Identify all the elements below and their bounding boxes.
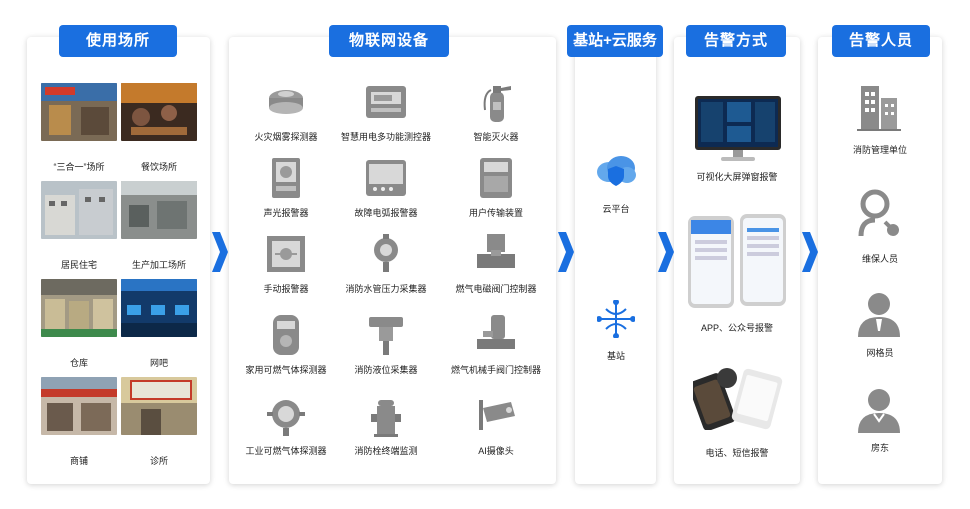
device-manual-alarm: 手动报警器 xyxy=(236,232,336,295)
venues-title: 使用场所 xyxy=(59,25,177,57)
device-label: 家用可燃气体探测器 xyxy=(245,365,327,375)
phone-app-icon xyxy=(688,214,786,308)
landlord-label: 房东 xyxy=(870,443,889,453)
water-pressure-sensor-icon xyxy=(374,234,398,272)
gas-manipulator-valve-icon xyxy=(477,315,515,349)
device-hydrant-monitor: 消防栓终端监测 xyxy=(336,394,436,457)
liquid-level-sensor-icon xyxy=(369,317,403,355)
sound-light-alarm-icon xyxy=(272,158,300,198)
device-label: 消防液位采集器 xyxy=(354,365,418,375)
device-user-transmitter: 用户传输装置 xyxy=(446,156,546,219)
screen-alert-label: 可视化大屏弹窗报警 xyxy=(696,172,778,182)
device-ai-camera: AI摄像头 xyxy=(446,394,546,457)
device-label: 燃气机械手阀门控制器 xyxy=(450,365,541,375)
venue-label: 生产加工场所 xyxy=(131,260,186,270)
flow-arrow-1 xyxy=(212,232,228,272)
device-label: 用户传输装置 xyxy=(468,208,523,218)
venue-label: 餐饮场所 xyxy=(140,162,177,172)
venue-clinic-photo xyxy=(121,377,197,435)
sms-alert-label: 电话、短信报警 xyxy=(705,448,769,458)
device-label: 手动报警器 xyxy=(263,284,309,294)
device-fire-extinguisher: 智能灭火器 xyxy=(446,80,546,143)
device-label: 智能灭火器 xyxy=(473,132,519,142)
venue-warehouse-photo xyxy=(41,279,117,337)
iot-title: 物联网设备 xyxy=(329,25,449,57)
arc-fault-alarm-icon xyxy=(366,160,406,196)
power-meter-icon xyxy=(366,86,406,118)
smoke-detector-icon xyxy=(269,90,303,114)
cloud-panel xyxy=(575,37,656,484)
venue-label: 商铺 xyxy=(69,456,88,466)
venue-internet-cafe-photo xyxy=(121,279,197,337)
device-label: 火灾烟雾探测器 xyxy=(254,132,318,142)
phone-sms-icon xyxy=(693,368,783,430)
venue-shop-photo xyxy=(41,377,117,435)
device-arc-fault-alarm: 故障电弧报警器 xyxy=(336,156,436,219)
fire-hydrant-icon xyxy=(371,400,401,437)
cloud-title: 基站+云服务 xyxy=(567,25,663,57)
venue-internet-cafe: 网吧 xyxy=(121,279,197,369)
device-sound-light-alarm: 声光报警器 xyxy=(236,156,336,219)
maintenance-label: 维保人员 xyxy=(861,254,898,264)
alert-title: 告警方式 xyxy=(686,25,786,57)
cloud-platform-icon xyxy=(597,156,636,186)
home-gas-detector-icon xyxy=(273,315,299,355)
venue-three-in-one: “三合一”场所 xyxy=(41,83,117,173)
device-label: AI摄像头 xyxy=(478,446,514,456)
app-alert-label: APP、公众号报警 xyxy=(700,323,773,333)
venue-label: 仓库 xyxy=(69,358,88,368)
venue-clinic: 诊所 xyxy=(121,377,197,467)
grid-officer-icon xyxy=(858,293,900,337)
flow-arrow-2 xyxy=(558,232,574,272)
device-water-pressure-sensor: 消防水管压力采集器 xyxy=(336,232,436,295)
device-home-gas-detector: 家用可燃气体探测器 xyxy=(236,313,336,376)
venue-warehouse: 仓库 xyxy=(41,279,117,369)
flow-arrow-4 xyxy=(802,232,818,272)
venue-label: 居民住宅 xyxy=(60,260,97,270)
grid-officer-label: 网格员 xyxy=(866,348,894,358)
monitor-screen-icon xyxy=(695,96,781,161)
device-label: 声光报警器 xyxy=(263,208,309,218)
user-transmitter-icon xyxy=(480,158,512,198)
venue-label: “三合一”场所 xyxy=(53,162,105,172)
device-label: 消防水管压力采集器 xyxy=(345,284,427,294)
base-station-icon xyxy=(597,300,635,338)
camera-icon xyxy=(479,400,515,430)
venue-restaurant: 餐饮场所 xyxy=(121,83,197,173)
device-industrial-gas-detector: 工业可燃气体探测器 xyxy=(236,394,336,457)
maintenance-icon xyxy=(858,189,899,237)
building-icon xyxy=(857,86,901,131)
device-gas-solenoid-valve: 燃气电磁阀门控制器 xyxy=(446,232,546,295)
venue-residential: 居民住宅 xyxy=(41,181,117,271)
venue-factory-photo xyxy=(121,181,197,239)
flow-arrow-3 xyxy=(658,232,674,272)
venue-label: 网吧 xyxy=(149,358,168,368)
device-label: 燃气电磁阀门控制器 xyxy=(455,284,537,294)
device-gas-manipulator-valve: 燃气机械手阀门控制器 xyxy=(446,313,546,376)
device-smart-power-meter: 智慧用电多功能测控器 xyxy=(336,80,436,143)
venue-restaurant-photo xyxy=(121,83,197,141)
personnel-title: 告警人员 xyxy=(832,25,930,57)
venue-residential-photo xyxy=(41,181,117,239)
fire-extinguisher-icon xyxy=(483,86,511,122)
fire-unit-label: 消防管理单位 xyxy=(852,145,907,155)
industrial-gas-detector-icon xyxy=(267,400,305,436)
base-station-label: 基站 xyxy=(606,351,625,361)
device-label: 智慧用电多功能测控器 xyxy=(340,132,431,142)
device-label: 故障电弧报警器 xyxy=(354,208,418,218)
venue-label: 诊所 xyxy=(149,456,168,466)
device-label: 工业可燃气体探测器 xyxy=(245,446,327,456)
device-label: 消防栓终端监测 xyxy=(354,446,418,456)
manual-alarm-icon xyxy=(267,236,305,272)
cloud-platform-label: 云平台 xyxy=(602,204,630,214)
gas-solenoid-valve-icon xyxy=(477,234,515,268)
venue-shop: 商铺 xyxy=(41,377,117,467)
landlord-icon xyxy=(858,389,900,433)
venue-three-in-one-photo xyxy=(41,83,117,141)
device-liquid-level-sensor: 消防液位采集器 xyxy=(336,313,436,376)
device-smoke-detector: 火灾烟雾探测器 xyxy=(236,80,336,143)
venue-factory: 生产加工场所 xyxy=(121,181,197,271)
